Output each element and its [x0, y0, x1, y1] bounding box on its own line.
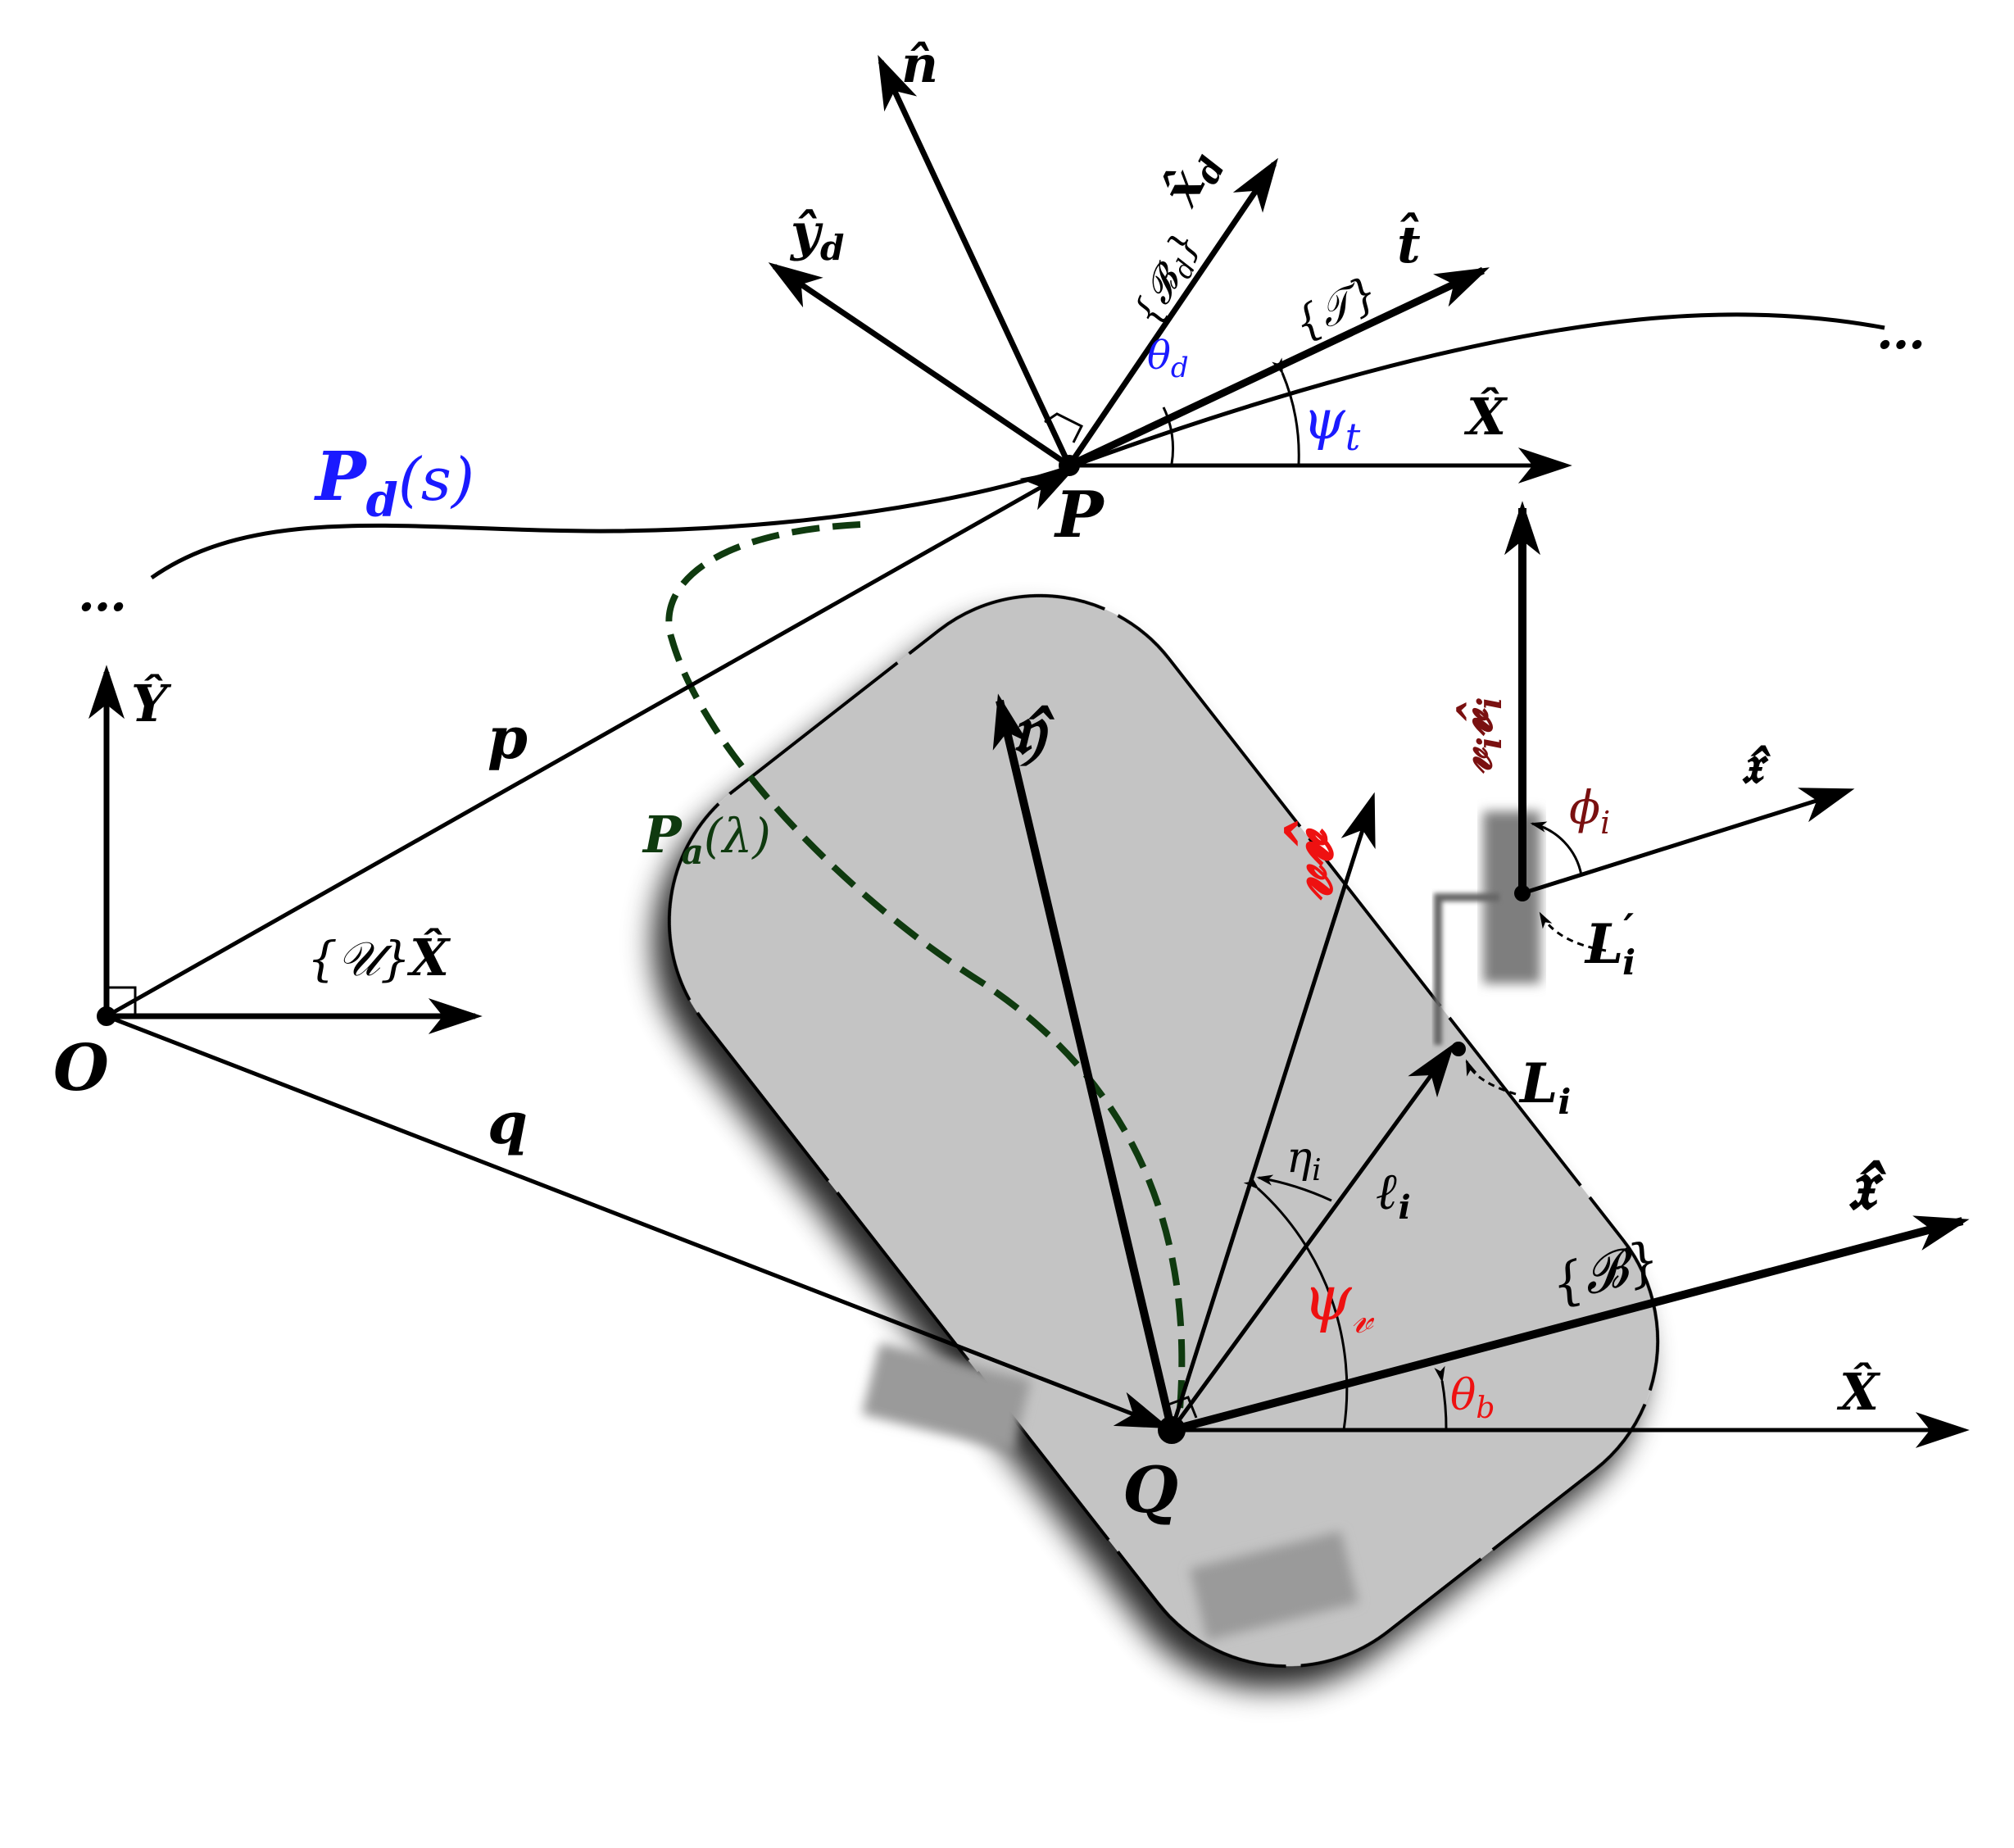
theta-d-label: θd: [1147, 333, 1189, 384]
vector-q-label: q: [488, 1089, 528, 1157]
world-X-label: X̂: [406, 928, 451, 988]
vector-p: [105, 467, 1076, 1019]
vector-q: [106, 1014, 1171, 1429]
Q-X-label: X̂: [1836, 1362, 1881, 1422]
point-O-label: O: [53, 1031, 109, 1106]
point-P-label: P: [1054, 478, 1105, 552]
x-d-label: x̂d: [1149, 139, 1232, 219]
L-i-prime-label: L′i: [1584, 906, 1635, 983]
P-X-label: X̂: [1463, 387, 1508, 447]
theta-b-label: θb: [1450, 1371, 1495, 1425]
vehicle-body: [667, 593, 1660, 1669]
world-frame-label: {𝒰}: [307, 931, 411, 987]
psi-v-label: ψ𝓋: [1303, 1261, 1375, 1343]
svg-text:{𝓑d}: {𝓑d}: [1124, 225, 1213, 334]
t-hat-label: t̂: [1397, 212, 1421, 275]
wheel-blur-bottom: [1189, 1531, 1359, 1641]
vector-p-label: p: [488, 704, 528, 772]
wheel-mount-arm: [1434, 893, 1499, 1045]
body-v-label: 𝓋𝓿̂: [1267, 820, 1348, 901]
psi-t-label: ψt: [1303, 388, 1361, 459]
actual-path-curve: [665, 521, 1186, 1410]
eta-i-label: ηi: [1286, 1133, 1322, 1187]
svg-text:x̂d: x̂d: [1149, 139, 1232, 219]
desired-path-label: Pd(s): [314, 438, 474, 528]
point-Q-label: Q: [1123, 1453, 1178, 1528]
body-frames: [992, 693, 1970, 1448]
wheel-x-label: 𝔵̂: [1741, 732, 1771, 796]
path-frames: [768, 55, 1572, 484]
wheel-blur-left: [861, 1342, 1032, 1452]
svg-text:𝓋i𝓿̂i: 𝓋i𝓿̂i: [1444, 697, 1509, 774]
wheel-frame: [1451, 501, 1855, 1096]
svg-text:𝓋𝓿̂: 𝓋𝓿̂: [1267, 820, 1348, 901]
L-i-label: Li: [1518, 1051, 1571, 1122]
actual-path-label: Pa(λ): [642, 805, 771, 872]
ell-i-label: ℓi: [1377, 1161, 1411, 1227]
wheel-velocity-label: 𝓋i𝓿̂i: [1444, 697, 1509, 774]
ellipsis-left: …: [78, 565, 127, 623]
body-x-label: 𝔵̂: [1848, 1143, 1887, 1226]
phi-i-label: ϕi: [1569, 782, 1610, 841]
ellipsis-right: …: [1876, 303, 1926, 361]
n-hat-label: n̂: [901, 34, 938, 94]
frame-Bd-label: {𝓑d}: [1124, 225, 1213, 334]
y-d-label: ŷd: [789, 202, 844, 268]
world-Y-label: Ŷ: [131, 674, 172, 733]
